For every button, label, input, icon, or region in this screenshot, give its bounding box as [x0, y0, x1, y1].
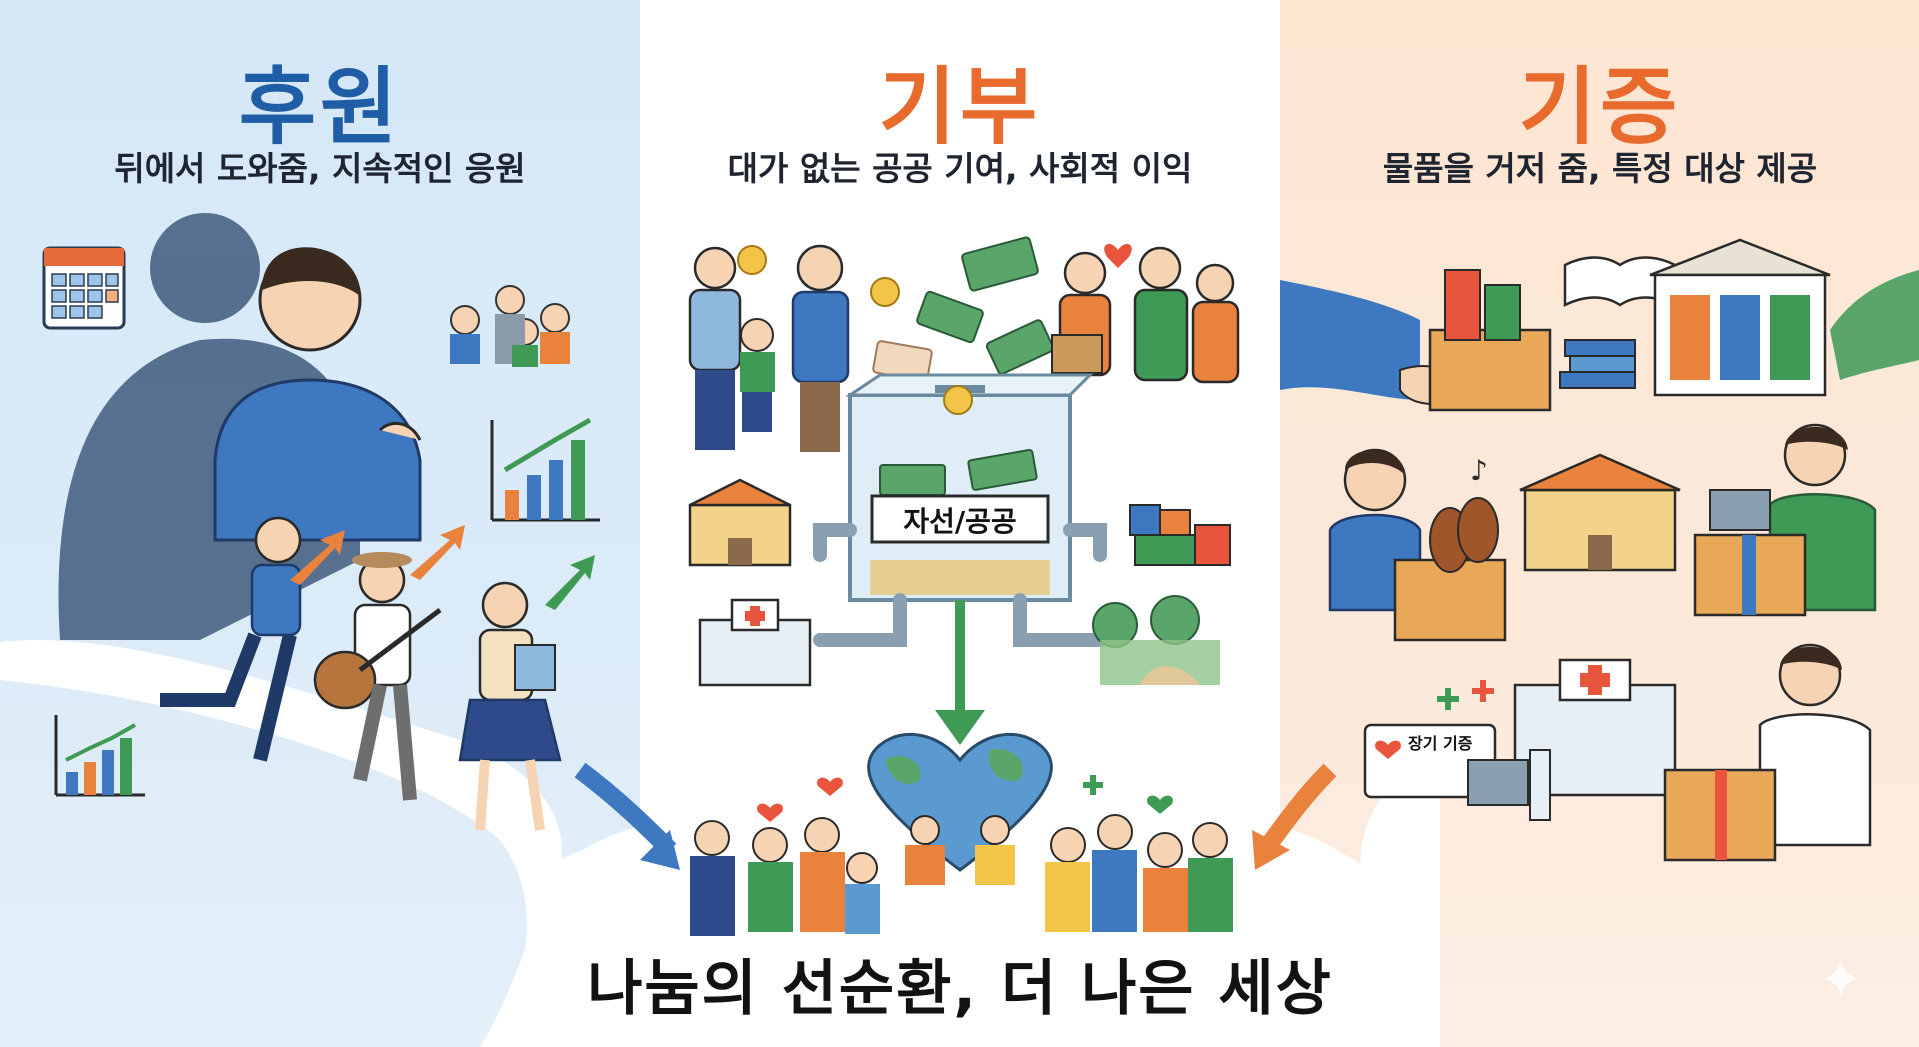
calendar-icon — [42, 246, 126, 330]
blocks-icon — [1129, 504, 1231, 566]
money-bill-icon — [872, 236, 1055, 382]
hospital-icon — [698, 598, 812, 687]
svg-text:♪: ♪ — [1470, 454, 1488, 487]
book-stack-icon — [1559, 339, 1636, 389]
sparkle-icon: ✦ — [1818, 948, 1864, 1011]
violin-donor-figure: ♪ — [1328, 448, 1507, 642]
section-title-donation: 기부 — [878, 58, 1042, 156]
down-arrow-icon — [935, 600, 985, 745]
donation-box — [845, 373, 1094, 602]
section-subtitle-donation: 대가 없는 공공 기여, 사회적 이익 — [727, 149, 1193, 188]
guitarist-figure — [313, 552, 442, 801]
growth-chart-icon — [490, 417, 600, 522]
donor-family-figure — [688, 244, 900, 452]
boy-figure — [213, 247, 422, 542]
earth-heart-icon — [867, 732, 1053, 872]
plus-icon — [1083, 775, 1103, 795]
book-box-icon — [1428, 269, 1552, 412]
progress-arrow-icon — [290, 525, 465, 585]
school-building-icon — [1519, 453, 1681, 572]
flow-arrow-right-icon — [1252, 763, 1337, 870]
section-subtitle-sponsorship: 뒤에서 도와줌, 지속적인 응원 — [114, 149, 526, 188]
hospital-building-icon — [1513, 658, 1677, 797]
gift-giver-figure — [1693, 423, 1877, 617]
pipes — [813, 523, 1107, 647]
park-icon — [1092, 595, 1220, 685]
doctor-figure — [1663, 643, 1872, 862]
section-title-gift: 기증 — [1518, 58, 1682, 156]
organ-donation-label: 장기 기증 — [1408, 734, 1473, 753]
footer-slogan: 나눔의 선순환, 더 나은 세상 — [587, 954, 1333, 1024]
flow-arrow-left-icon — [574, 762, 680, 870]
section-title-sponsorship: 후원 — [238, 58, 402, 156]
student-figure — [458, 581, 562, 831]
plus-icons — [1437, 680, 1494, 710]
medical-computer-icon — [1467, 749, 1551, 821]
food-donor-figures — [1051, 243, 1240, 384]
school-icon — [688, 478, 792, 567]
growth-chart-small-icon — [54, 715, 145, 797]
giving-hand-right — [1830, 270, 1919, 380]
community-crowd — [690, 814, 1233, 936]
runner-figure — [160, 516, 302, 762]
cheering-crowd-icon — [450, 285, 570, 367]
heart-icons — [757, 777, 1173, 822]
library-icon — [1649, 238, 1831, 397]
donation-box-label: 자선/공공 — [903, 505, 1017, 538]
progress-arrow-green-icon — [545, 555, 595, 610]
section-subtitle-gift: 물품을 거저 줌, 특정 대상 제공 — [1382, 149, 1818, 188]
